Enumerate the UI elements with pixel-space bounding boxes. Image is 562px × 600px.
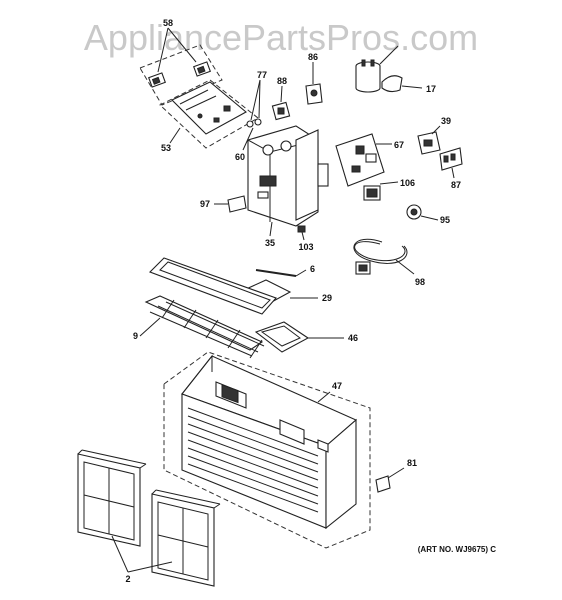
part-88-switch	[271, 85, 291, 121]
label-97: 97	[200, 199, 210, 209]
part-9-louver-grille	[139, 295, 265, 359]
part-95-knob	[406, 204, 439, 221]
part-86-thermostat	[305, 62, 323, 105]
label-86: 86	[308, 52, 318, 62]
label-60: 60	[235, 152, 245, 162]
label-53: 53	[161, 143, 171, 153]
part-87-terminal-block	[439, 147, 463, 179]
part-97-bracket	[214, 195, 247, 213]
art-number: (ART NO. WJ9675) C	[418, 545, 496, 554]
part-53-control-board	[159, 79, 259, 149]
part-77-screws	[242, 79, 262, 151]
label-67: 67	[394, 140, 404, 150]
part-106-transformer	[363, 181, 399, 201]
part-2-filter-left	[77, 449, 147, 547]
part-top-lid	[149, 257, 277, 315]
label-46: 46	[348, 333, 358, 343]
label-9: 9	[133, 331, 138, 341]
watermark-text: AppliancePartsPros.com	[84, 17, 478, 58]
label-39: 39	[441, 116, 451, 126]
part-39-relay	[417, 125, 441, 155]
part-103-terminal	[297, 225, 306, 241]
part-6-rod	[255, 269, 307, 277]
label-29: 29	[322, 293, 332, 303]
label-103: 103	[298, 242, 313, 252]
label-106: 106	[400, 178, 415, 188]
label-81: 81	[407, 458, 417, 468]
part-98-power-cord	[353, 238, 415, 275]
label-35: 35	[265, 238, 275, 248]
part-67-relay-board	[335, 133, 392, 187]
label-17: 17	[426, 84, 436, 94]
part-capacitor	[355, 45, 399, 93]
part-47-front-cabinet	[163, 351, 371, 549]
part-2-filter-right	[151, 489, 221, 587]
label-6: 6	[310, 264, 315, 274]
part-2-leaders	[111, 535, 173, 573]
label-2: 2	[125, 574, 130, 584]
label-77: 77	[257, 70, 267, 80]
label-95: 95	[440, 215, 450, 225]
label-98: 98	[415, 277, 425, 287]
label-88: 88	[277, 76, 287, 86]
label-47: 47	[332, 381, 342, 391]
part-17-capacitor-strap	[381, 75, 423, 93]
label-87: 87	[451, 180, 461, 190]
part-46-top-panel	[254, 321, 344, 353]
part-81-clip	[375, 467, 405, 493]
part-35-control-housing	[247, 125, 329, 237]
part-58-clips	[139, 27, 223, 106]
callout-labels: 58 77 88 86 17 53 60 39 67 106 87 97 35 …	[125, 18, 461, 584]
label-58: 58	[163, 18, 173, 28]
